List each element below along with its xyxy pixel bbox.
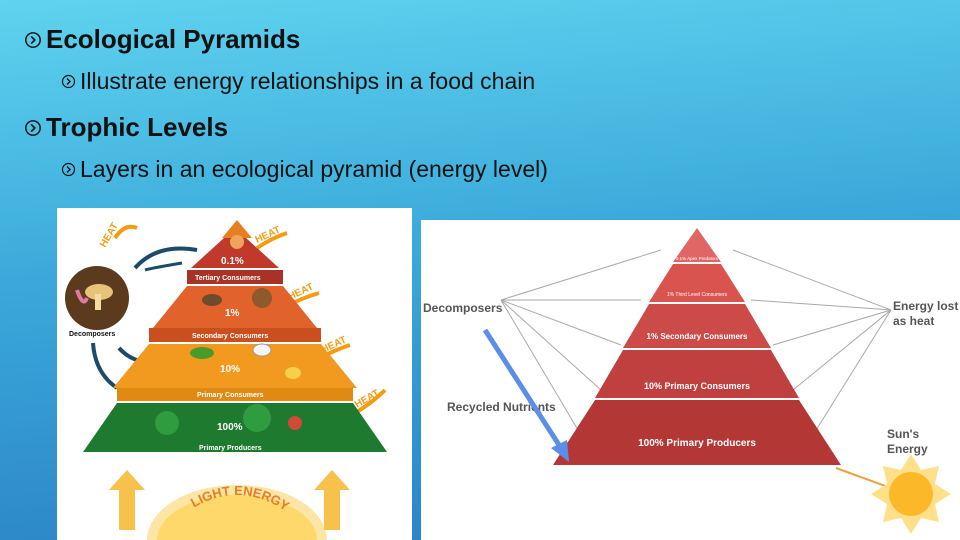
tier-primary-producers [553, 400, 841, 465]
energy-lost-label: Energy lost [893, 299, 958, 313]
up-arrow-icon [314, 470, 350, 530]
svg-text:Secondary Consumers: Secondary Consumers [192, 333, 268, 340]
tier-secondary [623, 304, 771, 348]
cycle-arrow-icon [133, 246, 198, 270]
decomposers-label: Decomposers [423, 301, 503, 315]
outline-text: Trophic Levels [46, 112, 229, 142]
cycle-arrow-icon [91, 342, 119, 390]
outline-item-1: Ecological Pyramids [24, 24, 300, 55]
svg-text:1%: 1% [225, 308, 240, 319]
tier-secondary [153, 286, 317, 328]
heat-arrow-icon: HEAT [353, 388, 387, 415]
grasshopper-icon [190, 347, 214, 359]
svg-text:0.1% Apex Predators: 0.1% Apex Predators [676, 256, 719, 261]
circle-arrow-bullet-icon [25, 31, 41, 48]
heat-arrow-icon: HEAT [254, 225, 288, 250]
energy-pyramid-diagram: 0.1% Apex Predators 1% Third Level Consu… [421, 220, 960, 540]
recycled-nutrients-label: Recycled Nutrients [447, 400, 556, 414]
outline-text: Illustrate energy relationships in a foo… [80, 68, 536, 94]
circle-arrow-bullet-icon [25, 119, 41, 136]
blue-arrow-icon [482, 328, 569, 462]
circle-arrow-bullet-icon [61, 162, 76, 177]
svg-text:10%: 10% [220, 364, 240, 375]
svg-text:as heat: as heat [893, 314, 934, 328]
connector-lines [500, 249, 892, 436]
fox-icon [222, 220, 252, 249]
suns-energy-label: Sun's [887, 427, 920, 441]
bee-icon [285, 367, 301, 379]
outline-item-2: Illustrate energy relationships in a foo… [61, 68, 535, 95]
sun-icon [871, 454, 951, 534]
svg-text:1% Secondary Consumers: 1% Secondary Consumers [647, 332, 748, 341]
svg-text:100%: 100% [217, 422, 243, 433]
snail-icon [252, 288, 272, 308]
outline-item-4: Layers in an ecological pyramid (energy … [61, 156, 548, 183]
heat-arrow-icon: HEAT [98, 221, 138, 250]
decomposers-label: Decomposers [69, 331, 115, 338]
outline-text: Ecological Pyramids [46, 24, 301, 54]
svg-text:Energy: Energy [887, 442, 928, 456]
svg-text:1% Third Level Consumers: 1% Third Level Consumers [667, 292, 728, 298]
sun-arrow [835, 467, 892, 489]
svg-text:100% Primary Producers: 100% Primary Producers [638, 438, 756, 449]
svg-text:0.1%: 0.1% [221, 256, 244, 267]
svg-text:Tertiary Consumers: Tertiary Consumers [195, 275, 261, 282]
svg-text:Primary Consumers: Primary Consumers [197, 392, 264, 399]
tier-primary-consumers [595, 350, 799, 398]
svg-text:10% Primary Consumers: 10% Primary Consumers [644, 381, 750, 391]
outline-item-3: Trophic Levels [24, 112, 228, 143]
tier-apex [673, 228, 721, 262]
outline-text: Layers in an ecological pyramid (energy … [80, 156, 548, 182]
mouse-icon [202, 294, 222, 306]
tier-third-level [649, 264, 745, 302]
circle-arrow-bullet-icon [61, 74, 76, 89]
svg-text:Primary Producers: Primary Producers [199, 445, 262, 452]
up-arrow-icon [109, 470, 145, 530]
butterfly-icon [252, 343, 272, 357]
energy-pyramid-illustration: HEAT HEAT HEAT HEAT HEAT Decomposers [57, 208, 412, 540]
